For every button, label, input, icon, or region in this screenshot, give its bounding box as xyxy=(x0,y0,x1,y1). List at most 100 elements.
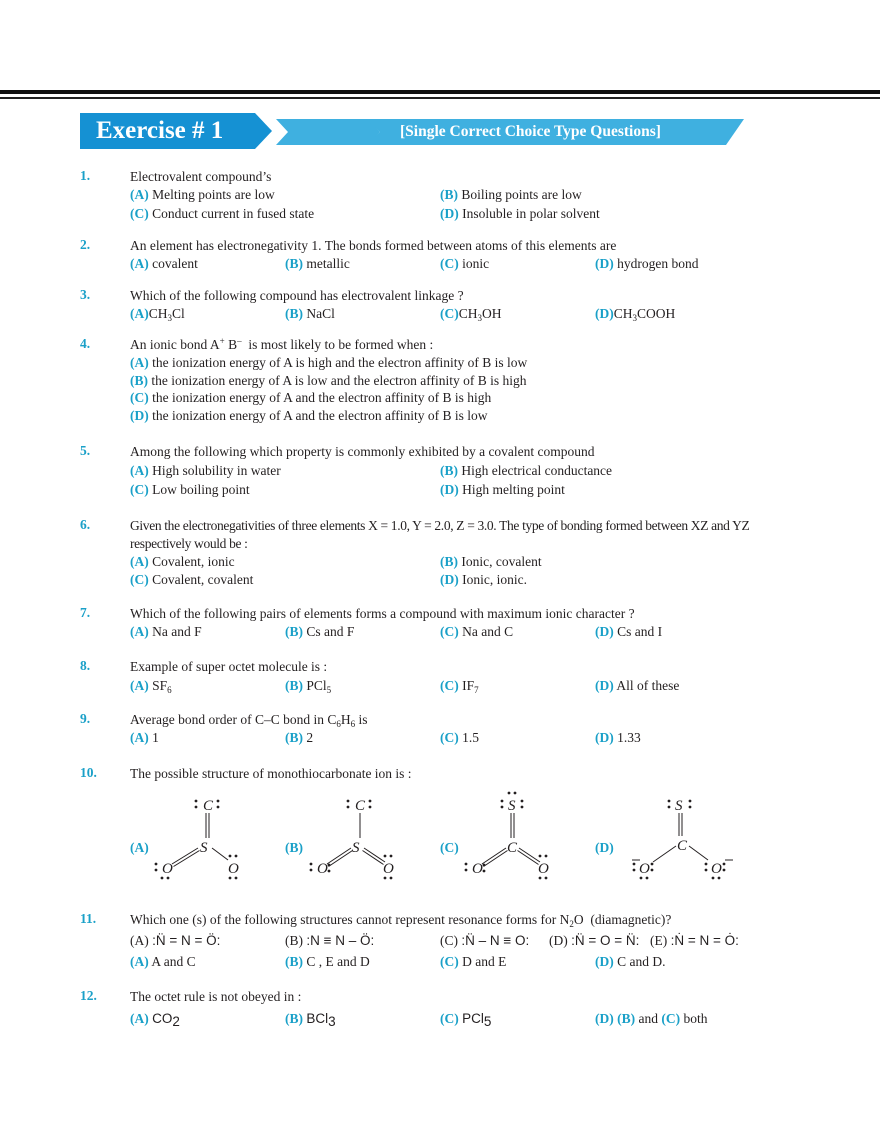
text-part: O (diamagnetic)? xyxy=(573,912,672,927)
structure-option-b[interactable]: (B) C S O O xyxy=(285,790,435,890)
option-a[interactable]: (A) SF6 xyxy=(130,677,172,695)
svg-text:C: C xyxy=(355,798,366,814)
option-text: Boiling points are low xyxy=(461,187,582,202)
option-a[interactable]: (A) Na and F xyxy=(130,623,202,641)
option-d[interactable]: (D) 1.33 xyxy=(595,729,641,747)
option-d[interactable]: (D) (B) and (C) both xyxy=(595,1010,708,1028)
option-c[interactable]: (C) Low boiling point xyxy=(130,481,250,499)
option-label: (C) xyxy=(440,678,459,693)
option-a[interactable]: (A) Melting points are low xyxy=(130,186,275,204)
structure-option-d[interactable]: (D) S C O O xyxy=(595,790,745,890)
option-label: (B) xyxy=(285,678,303,693)
option-label: (A) xyxy=(130,678,149,693)
superscript: + xyxy=(219,336,225,346)
option-c[interactable]: (C) Covalent, covalent xyxy=(130,571,253,589)
option-a[interactable]: (A) 1 xyxy=(130,729,159,747)
option-c[interactable]: (C) 1.5 xyxy=(440,729,479,747)
question-number: 3. xyxy=(80,287,91,302)
option-d[interactable]: (D)CH3COOH xyxy=(595,305,675,323)
subscript: 6 xyxy=(350,719,356,729)
structure-label: (B) xyxy=(285,933,303,948)
svg-text:O: O xyxy=(228,861,239,877)
option-text: Cs and F xyxy=(306,624,355,639)
formula-subscript: 2 xyxy=(172,1014,180,1029)
option-a[interactable]: (A) A and C xyxy=(130,953,196,971)
text-part: H xyxy=(340,712,351,727)
option-text: 1.5 xyxy=(462,730,479,745)
option-a[interactable]: (A) CO2 xyxy=(130,1010,180,1028)
svg-text:C: C xyxy=(677,838,688,854)
svg-text:O: O xyxy=(162,861,173,877)
question-text: An element has electronegativity 1. The … xyxy=(130,238,617,253)
option-text: Na and C xyxy=(462,624,514,639)
option-b[interactable]: (B) Ionic, covalent xyxy=(440,553,542,571)
option-text: High solubility in water xyxy=(152,463,281,478)
option-b[interactable]: (B) C , E and D xyxy=(285,953,370,971)
option-c[interactable]: (C) ionic xyxy=(440,255,489,273)
question-number: 5. xyxy=(80,443,91,458)
option-a[interactable]: (A)CH3Cl xyxy=(130,305,185,323)
option-d[interactable]: (D) High melting point xyxy=(440,481,565,499)
option-d[interactable]: (D) Insoluble in polar solvent xyxy=(440,205,600,223)
question-text: Which of the following pairs of elements… xyxy=(130,606,635,621)
option-c[interactable]: (C)CH3OH xyxy=(440,305,502,323)
option-c[interactable]: (C) D and E xyxy=(440,953,506,971)
option-b[interactable]: (B) PCl5 xyxy=(285,677,331,695)
option-text: the ionization energy of A is high and t… xyxy=(152,355,528,370)
option-b[interactable]: (B) High electrical conductance xyxy=(440,462,612,480)
header-rule-thin xyxy=(0,97,880,99)
option-label: (A) xyxy=(130,840,149,855)
option-b[interactable]: (B) BCl3 xyxy=(285,1010,336,1028)
option-a[interactable]: (A) High solubility in water xyxy=(130,462,281,480)
formula-subscript: 3 xyxy=(477,313,483,323)
formula-part: COOH xyxy=(637,306,676,321)
svg-text:S: S xyxy=(675,798,683,814)
option-d[interactable]: (D) Ionic, ionic. xyxy=(440,571,527,589)
option-label: (D) xyxy=(595,954,614,969)
option-d[interactable]: (D) All of these xyxy=(595,677,679,695)
option-c[interactable]: (C) Conduct current in fused state xyxy=(130,205,314,223)
option-c[interactable]: (C) PCl5 xyxy=(440,1010,491,1028)
option-a[interactable]: (A) covalent xyxy=(130,255,198,273)
option-label: (A) xyxy=(130,1011,149,1026)
option-b[interactable]: (B) NaCl xyxy=(285,305,335,323)
option-a[interactable]: (A) Covalent, ionic xyxy=(130,553,235,571)
option-a[interactable]: (A) the ionization energy of A is high a… xyxy=(130,354,527,372)
option-b[interactable]: (B) the ionization energy of A is low an… xyxy=(130,372,527,390)
svg-text:S: S xyxy=(352,840,360,856)
structure-formula: :N̈ – N ≡ O: xyxy=(461,933,530,948)
option-b[interactable]: (B) Cs and F xyxy=(285,623,354,641)
structure-option-a[interactable]: (A) C S O O xyxy=(130,790,280,890)
structure-option-c[interactable]: (C) S C O O xyxy=(440,790,590,890)
option-text: hydrogen bond xyxy=(617,256,699,271)
option-text: Low boiling point xyxy=(152,482,250,497)
formula-subscript: 5 xyxy=(483,1014,492,1029)
lewis-structure-diagram: S C O O xyxy=(632,798,733,880)
option-c[interactable]: (C) Na and C xyxy=(440,623,513,641)
svg-text:O: O xyxy=(383,861,394,877)
svg-text:O: O xyxy=(639,861,650,877)
option-label: (B) xyxy=(285,840,303,855)
option-text: metallic xyxy=(306,256,350,271)
option-label: (B) xyxy=(440,187,458,202)
option-c[interactable]: (C) IF7 xyxy=(440,677,479,695)
option-c[interactable]: (C) the ionization energy of A and the e… xyxy=(130,389,491,407)
formula-subscript: 7 xyxy=(474,685,479,695)
option-d[interactable]: (D) Cs and I xyxy=(595,623,662,641)
option-label: (C) xyxy=(130,206,149,221)
option-label: (A) xyxy=(130,187,149,202)
lewis-structure-diagram: S C O O xyxy=(464,791,549,880)
option-d[interactable]: (D) the ionization energy of A and the e… xyxy=(130,407,488,425)
text-part: An ionic bond A xyxy=(130,337,220,352)
option-d[interactable]: (D) hydrogen bond xyxy=(595,255,699,273)
option-text: Covalent, ionic xyxy=(152,554,235,569)
question-text: Average bond order of C–C bond in C6H6 i… xyxy=(130,711,810,729)
superscript: – xyxy=(237,336,242,346)
option-b[interactable]: (B) Boiling points are low xyxy=(440,186,582,204)
option-label: (A) xyxy=(130,256,149,271)
svg-text:S: S xyxy=(200,840,208,856)
option-b[interactable]: (B) 2 xyxy=(285,729,313,747)
option-text: Ionic, covalent xyxy=(461,554,542,569)
option-d[interactable]: (D) C and D. xyxy=(595,953,666,971)
option-b[interactable]: (B) metallic xyxy=(285,255,350,273)
